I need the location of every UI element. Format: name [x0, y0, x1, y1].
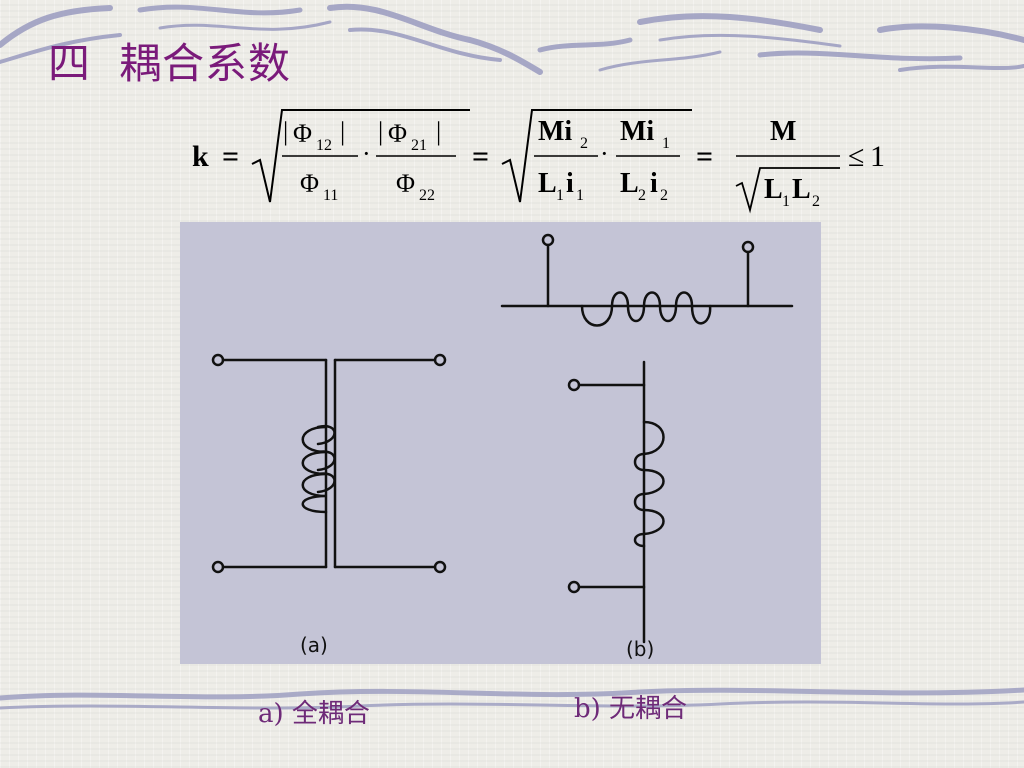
sub-2: 2: [660, 187, 668, 204]
phi-12: Φ: [293, 119, 312, 148]
i2: i: [650, 168, 658, 199]
leq-sign: ≤: [848, 140, 864, 173]
diagram-b-vertical-coil: [567, 360, 665, 644]
sub-1: 1: [576, 187, 584, 204]
terminal-b-top-left: [541, 233, 555, 247]
sub-1: 1: [556, 187, 564, 204]
formula-eq-1: =: [222, 140, 239, 173]
abs-bar: |: [340, 117, 345, 146]
inductor-diagram-panel: (a) (b): [180, 222, 821, 664]
sub-12: 12: [316, 137, 332, 154]
coil-a-loops: [316, 424, 336, 494]
sub-21: 21: [411, 137, 427, 154]
abs-bar: |: [283, 117, 288, 146]
mi-2: Mi: [538, 116, 572, 147]
radical-1: [251, 109, 470, 203]
caption-full-coupling: a) 全耦合: [258, 699, 370, 729]
formula-k: k: [192, 140, 209, 173]
terminal-b-top-right: [741, 240, 755, 254]
l2: L: [620, 168, 639, 199]
coil-b-vertical: [633, 420, 665, 548]
title-text: 耦合系数: [119, 39, 292, 88]
slide-title: 四耦合系数: [48, 30, 291, 91]
coil-b-horizontal: [580, 291, 712, 327]
radical-2: [501, 109, 692, 203]
terminal-b-mid-left: [567, 378, 581, 392]
terminal-a-bottom-right: [433, 560, 447, 574]
coupling-coefficient-formula: k = | Φ 12 | Φ 11 · | Φ 21 | Φ 22 = Mi 2…: [192, 109, 885, 214]
diagram-b-horizontal-coil: [500, 233, 794, 327]
abs-bar: |: [378, 117, 383, 146]
terminal-a-top-left: [211, 353, 225, 367]
sub-2: 2: [580, 135, 588, 152]
coupled-inductors-diagram: (a) (b): [211, 233, 794, 661]
caption-no-coupling: b) 无耦合: [574, 694, 688, 724]
terminal-a-top-right: [433, 353, 447, 367]
sub-22: 22: [419, 187, 435, 204]
l1-den: L: [764, 174, 783, 205]
sub-1: 1: [662, 135, 670, 152]
i1: i: [566, 168, 574, 199]
formula-eq-3: =: [696, 140, 713, 173]
l1: L: [538, 168, 557, 199]
m-numerator: M: [770, 116, 796, 147]
title-number: 四: [48, 39, 92, 88]
diagram-a-full-coupling: [211, 353, 447, 574]
sub-2: 2: [638, 187, 646, 204]
sub-2: 2: [812, 193, 820, 210]
phi-11: Φ: [300, 169, 319, 198]
mi-1: Mi: [620, 116, 654, 147]
sub-11: 11: [323, 187, 338, 204]
phi-22: Φ: [396, 169, 415, 198]
dot-op: ·: [600, 139, 609, 168]
formula-one: 1: [870, 140, 885, 173]
bottom-wave-decoration: [0, 687, 1024, 710]
phi-21: Φ: [388, 119, 407, 148]
diagram-label-a: (a): [300, 633, 328, 657]
radical-3: [735, 167, 840, 214]
top-wave-decoration: [0, 3, 1024, 75]
sub-1: 1: [782, 193, 790, 210]
dot-op: ·: [362, 139, 371, 168]
l2-den: L: [792, 174, 811, 205]
abs-bar: |: [436, 117, 441, 146]
terminal-b-bottom-left: [567, 580, 581, 594]
diagram-label-b: (b): [626, 637, 654, 661]
formula-eq-2: =: [472, 140, 489, 173]
terminal-a-bottom-left: [211, 560, 225, 574]
